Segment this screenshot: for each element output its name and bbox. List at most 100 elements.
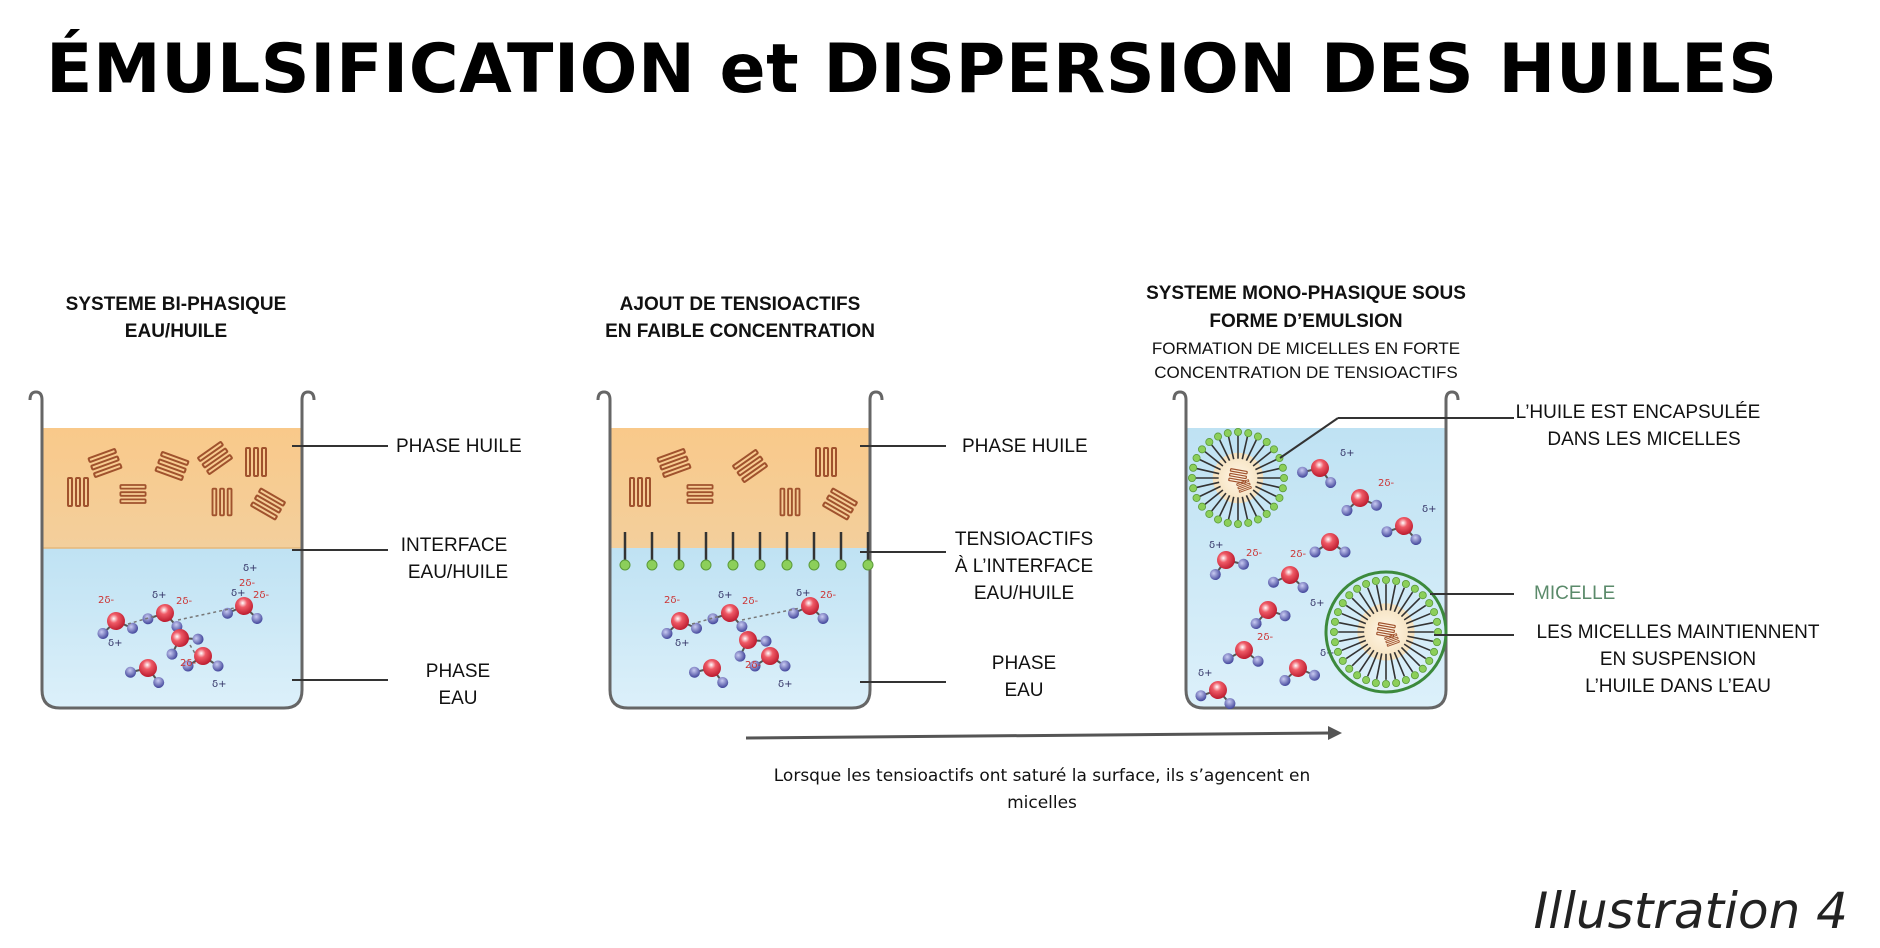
panel-1-heading-line-2: EAU/HUILE — [125, 321, 227, 342]
partial-charge-positive: δ+ — [1320, 648, 1335, 659]
oil-chain — [637, 477, 643, 507]
surfactant-tail — [1204, 489, 1224, 506]
hydrogen-atom — [127, 622, 139, 634]
surfactant-tail — [1345, 604, 1369, 621]
surfactant-tail — [1196, 467, 1220, 475]
oil-chain — [815, 447, 821, 477]
surfactant-head — [1275, 493, 1284, 502]
oxygen-atom — [1395, 517, 1413, 535]
surfactant-tail — [1400, 597, 1421, 618]
oxygen-atom — [1259, 601, 1277, 619]
surfactant-head — [1433, 617, 1442, 626]
label-b3-encapsulated-line-1: L’HUILE EST ENCAPSULÉE — [1516, 402, 1761, 423]
panel-3-heading-line-2: FORME D’EMULSION — [1209, 311, 1402, 332]
surfactant-head — [646, 559, 658, 571]
surfactant-head — [1330, 628, 1339, 637]
oxygen-atom — [194, 647, 212, 665]
surfactant-tail — [1403, 643, 1427, 660]
panel-3-subheading-line-2: CONCENTRATION DE TENSIOACTIFS — [1154, 363, 1458, 382]
surfactant-head — [1362, 676, 1371, 685]
surfactant-tail — [1358, 591, 1375, 615]
hydrogen-atom — [691, 622, 703, 634]
water-molecule — [1296, 459, 1337, 489]
transition-caption-line-1: Lorsque les tensioactifs ont saturé la s… — [774, 766, 1310, 786]
surfactant-tail — [1375, 584, 1383, 611]
beaker-1: 2δ-δ+2δ-δ+2δ-δ+2δ-δ+δ+2δ- — [28, 390, 316, 710]
oil-chain — [254, 494, 282, 514]
oil-chain — [1384, 633, 1398, 640]
oil-chain — [645, 477, 651, 507]
hydrogen-atom — [1195, 690, 1207, 702]
oil-molecule — [119, 484, 147, 504]
water-molecule — [1279, 659, 1321, 686]
hydrogen-atom — [1339, 546, 1351, 558]
partial-charge-positive: δ+ — [231, 588, 246, 599]
surfactant-head — [1223, 518, 1232, 527]
surfactant-tail — [1341, 639, 1367, 652]
partial-charge-positive: δ+ — [108, 638, 123, 649]
oil-chain — [1377, 626, 1395, 634]
oxygen-atom — [671, 612, 689, 630]
oil-chain — [219, 487, 225, 517]
surfactant-head — [1353, 671, 1362, 680]
surfactant-tail — [1245, 495, 1258, 517]
oil-molecule — [197, 441, 233, 475]
oil-chain — [787, 487, 793, 517]
beaker-2-glass — [596, 390, 884, 710]
oxygen-atom — [1351, 489, 1369, 507]
oxygen-atom — [1311, 459, 1329, 477]
panel-1-heading: SYSTEME BI-PHASIQUE EAU/HUILE — [66, 294, 287, 342]
surfactant-tail — [1389, 584, 1397, 611]
label-b3-suspension-line-2: EN SUSPENSION — [1600, 649, 1756, 670]
oil-molecule — [822, 487, 858, 521]
partial-charge-negative: 2δ- — [1257, 632, 1273, 643]
partial-charge-negative: 2δ- — [239, 578, 255, 589]
surfactant-tail — [1210, 492, 1227, 512]
partial-charge-positive: δ+ — [1340, 448, 1355, 459]
surfactant-tail — [1366, 587, 1379, 613]
oil-chain — [93, 463, 123, 478]
beaker-1-water-molecules: 2δ-δ+2δ-δ+2δ-δ+2δ-δ+δ+2δ- — [97, 563, 269, 690]
oil-chain — [629, 477, 635, 507]
surfactant-tail — [1400, 646, 1421, 667]
surfactant-tail — [1252, 450, 1272, 467]
water-molecule — [787, 597, 829, 624]
oil-chain — [830, 487, 858, 507]
hydrogen-atom — [688, 666, 700, 678]
partial-charge-negative: 2δ- — [745, 660, 761, 671]
oil-chain — [1229, 472, 1247, 480]
oil-chain — [1385, 636, 1399, 644]
surfactant-head — [1205, 438, 1214, 447]
water-molecule — [1309, 533, 1351, 558]
surfactant-tail — [1241, 496, 1249, 520]
surfactant-head — [862, 559, 874, 571]
surfactant-head — [1214, 432, 1223, 441]
oxygen-atom — [703, 659, 721, 677]
micelle-oil-core — [1357, 603, 1415, 661]
surfactant-tail — [1397, 649, 1414, 673]
oil-chain — [211, 487, 218, 517]
oil-chain — [90, 455, 120, 471]
surfactant-head — [1280, 473, 1289, 482]
surfactant-head — [1418, 591, 1427, 600]
oil-chain — [686, 498, 714, 504]
oil-chain — [686, 491, 714, 497]
partial-charge-negative: 2δ- — [1378, 478, 1394, 489]
oil-chain — [822, 501, 850, 521]
surfactant-head — [700, 559, 712, 571]
surfactant-head — [835, 559, 847, 571]
surfactant-tail — [1351, 646, 1372, 667]
surfactant-head — [1345, 591, 1354, 600]
hydrogen-atom — [1250, 618, 1262, 630]
partial-charge-negative: 2δ- — [98, 595, 114, 606]
surfactant-head — [1362, 579, 1371, 588]
partial-charge-negative: 2δ- — [820, 590, 836, 601]
oxygen-atom — [107, 612, 125, 630]
water-molecule — [1250, 601, 1291, 630]
surfactant-head — [1262, 438, 1271, 447]
oil-chain — [823, 447, 829, 477]
oil-chain — [1238, 486, 1252, 493]
oil-chain — [686, 484, 714, 490]
surfactant-head — [1253, 432, 1262, 441]
surfactant-head — [1333, 647, 1342, 656]
